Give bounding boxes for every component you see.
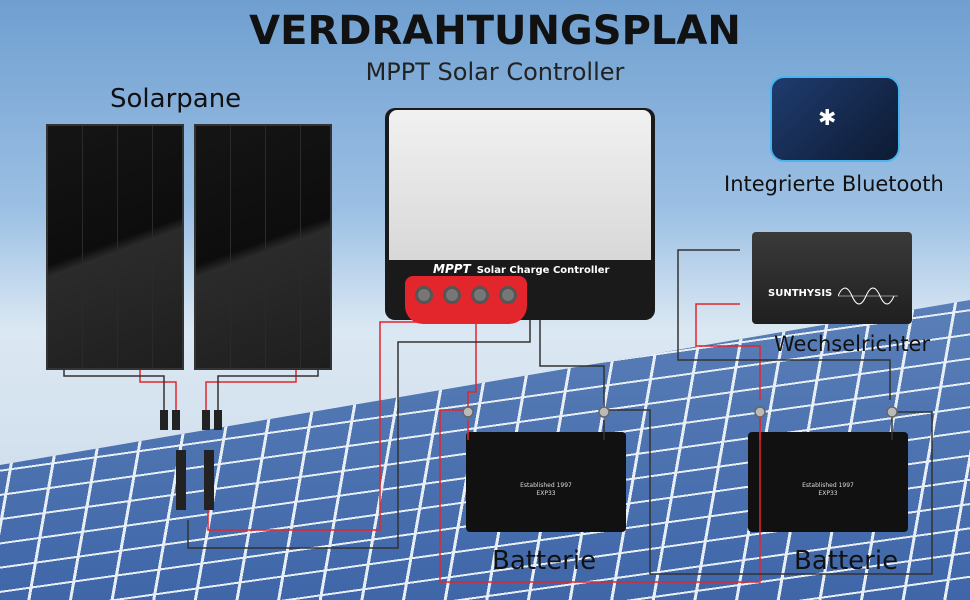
solar-panel-2	[194, 124, 332, 370]
terminal-screw	[415, 286, 433, 304]
terminal-block	[405, 276, 527, 324]
ring-terminals	[462, 406, 898, 418]
inverter-brand: SUNTHYSIS	[768, 288, 833, 299]
battery-text: Established 1997	[520, 482, 572, 489]
terminal-screw	[443, 286, 461, 304]
page-subtitle: MPPT Solar Controller	[365, 58, 625, 86]
battery-text: Established 1997	[802, 482, 854, 489]
negative-wires	[63, 249, 933, 575]
connectors	[160, 410, 222, 510]
controller-text: Solar Charge Controller	[476, 265, 610, 276]
mppt-charge-controller: MPPT Solar Charge Controller	[385, 108, 655, 324]
sine-wave-icon	[838, 287, 898, 305]
page-title: VERDRAHTUNGSPLAN	[249, 8, 741, 54]
terminal-screw	[471, 286, 489, 304]
inverter: SUNTHYSIS	[752, 232, 912, 324]
battery-1: Established 1997 EXP33	[466, 432, 626, 532]
controller-brand: MPPT	[433, 262, 471, 276]
battery-model: EXP33	[536, 490, 556, 497]
battery-model: EXP33	[818, 490, 838, 497]
inverter-label: Wechselrichter	[774, 332, 931, 356]
battery-2: Established 1997 EXP33	[748, 432, 908, 532]
bluetooth-chip-image: ✱	[770, 76, 900, 162]
positive-wires	[139, 303, 761, 583]
bluetooth-label: Integrierte Bluetooth	[724, 172, 944, 196]
battery-1-label: Batterie	[492, 546, 597, 576]
solar-panel-1	[46, 124, 184, 370]
solar-panel-label: Solarpane	[110, 84, 242, 114]
battery-2-label: Batterie	[794, 546, 899, 576]
bluetooth-icon: ✱	[818, 106, 837, 131]
terminal-screw	[499, 286, 517, 304]
